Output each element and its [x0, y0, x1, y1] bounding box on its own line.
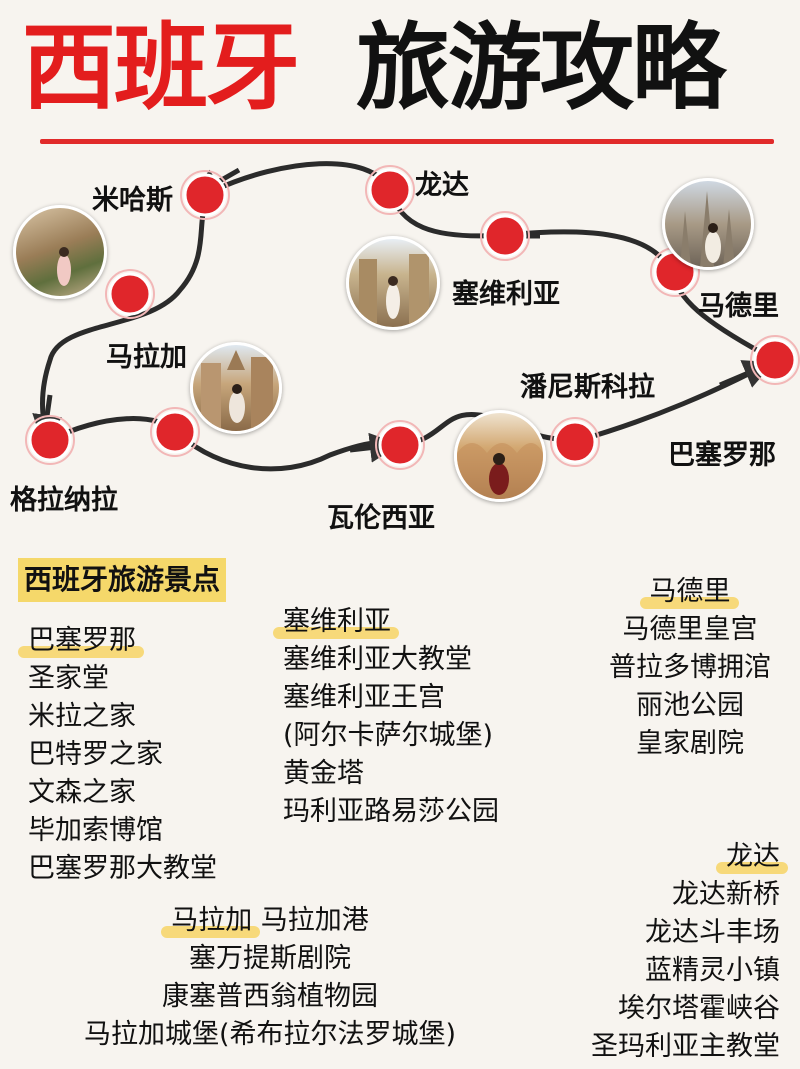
- stop-dot-2: [150, 407, 200, 457]
- list-item: 塞维利亚大教堂: [283, 644, 472, 675]
- list-item: 马拉加城堡(希布拉尔法罗城堡): [83, 1019, 457, 1050]
- photo-malaga: [190, 342, 282, 434]
- list-item: 马拉加港: [260, 905, 369, 936]
- ronda-title: 龙达: [716, 838, 788, 876]
- barcelona-list: 巴塞罗那 圣家堂 米拉之家 巴特罗之家 文森之家 毕加索博馆 巴塞罗那大教堂: [18, 622, 217, 888]
- list-item: 丽池公园: [636, 690, 744, 721]
- stop-dot-pnsk: [550, 417, 600, 467]
- ronda-list: 龙达 龙达新桥 龙达斗丰场 蓝精灵小镇 埃尔塔霍峡谷 圣玛利亚主教堂: [540, 838, 788, 1066]
- title-travel-guide: 旅游攻略: [356, 14, 726, 123]
- list-item: 圣家堂: [28, 663, 109, 694]
- stop-dot-malaga: [105, 269, 155, 319]
- list-item: 圣玛利亚主教堂: [591, 1031, 780, 1062]
- seville-list: 塞维利亚 塞维利亚大教堂 塞维利亚王宫 (阿尔卡萨尔城堡) 黄金塔 玛利亚路易莎…: [273, 603, 499, 831]
- list-item: 巴塞罗那大教堂: [28, 853, 217, 884]
- malaga-list: 马拉加 马拉加港 塞万提斯剧院 康塞普西翁植物园 马拉加城堡(希布拉尔法罗城堡): [20, 902, 520, 1054]
- photo-seville: [346, 236, 440, 330]
- list-item: 龙达新桥: [672, 879, 780, 910]
- list-item: 皇家剧院: [636, 728, 744, 759]
- city-label-barcelona: 巴塞罗那: [668, 440, 776, 471]
- city-label-ronda: 龙达: [415, 170, 469, 201]
- city-label-madrid: 马德里: [698, 291, 779, 322]
- city-label-malaga: 马拉加: [106, 342, 187, 373]
- city-label-seville: 塞维利亚: [452, 279, 560, 310]
- photo-pnsk: [454, 410, 546, 502]
- title-banner: 西班牙 旅游攻略: [0, 0, 800, 140]
- list-item: 米拉之家: [28, 701, 136, 732]
- attractions-heading: 西班牙旅游景点: [18, 558, 227, 602]
- stop-dot-seville: [480, 211, 530, 261]
- madrid-list: 马德里 马德里皇宫 普拉多博拥涫 丽池公园 皇家剧院: [590, 573, 790, 763]
- list-item: 普拉多博拥涫: [609, 652, 771, 683]
- madrid-title: 马德里: [639, 573, 739, 611]
- stop-dot-valencia: [375, 420, 425, 470]
- list-item: 玛利亚路易莎公园: [283, 796, 499, 827]
- seville-title: 塞维利亚: [273, 603, 399, 641]
- list-item: 巴特罗之家: [28, 739, 163, 770]
- list-item: 塞维利亚王宫: [283, 682, 445, 713]
- list-item: 马德里皇宫: [622, 614, 758, 645]
- list-item: 埃尔塔霍峡谷: [618, 993, 780, 1024]
- city-label-mihas: 米哈斯: [92, 185, 173, 216]
- list-item: (阿尔卡萨尔城堡): [283, 720, 494, 751]
- list-item: 蓝精灵小镇: [645, 955, 780, 986]
- stop-dot-mihas: [180, 170, 230, 220]
- photo-madrid: [662, 178, 754, 270]
- stop-dot-barcelona: [750, 335, 800, 385]
- stop-dot-granada: [25, 415, 75, 465]
- title-divider: [40, 139, 774, 144]
- stop-dot-ronda: [365, 165, 415, 215]
- photo-mihas: [13, 205, 107, 299]
- malaga-title: 马拉加: [161, 902, 261, 940]
- malaga-first-row: 马拉加 马拉加港: [20, 902, 520, 940]
- city-label-valencia: 瓦伦西亚: [327, 503, 435, 534]
- title-spain: 西班牙: [22, 14, 300, 123]
- list-item: 康塞普西翁植物园: [162, 981, 378, 1012]
- city-label-granada: 格拉纳拉: [10, 485, 118, 516]
- list-item: 塞万提斯剧院: [189, 943, 351, 974]
- list-item: 文森之家: [28, 777, 136, 808]
- list-item: 黄金塔: [283, 758, 364, 789]
- barcelona-title: 巴塞罗那: [18, 622, 144, 660]
- list-item: 毕加索博馆: [28, 815, 163, 846]
- list-item: 龙达斗丰场: [645, 917, 780, 948]
- city-label-pnsk: 潘尼斯科拉: [520, 372, 655, 403]
